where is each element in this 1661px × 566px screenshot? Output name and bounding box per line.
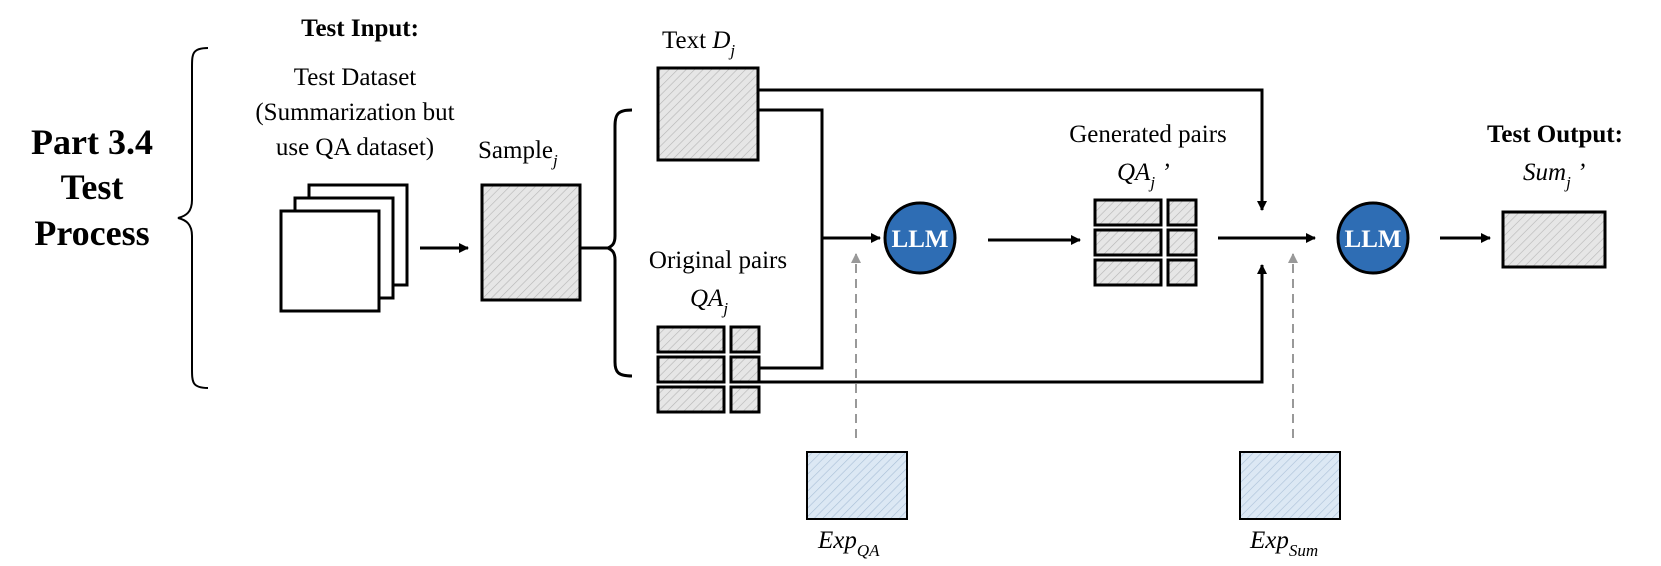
left-brace: [177, 47, 209, 389]
part-label-line3: Process: [34, 213, 149, 253]
dataset-stack-icon: [279, 183, 409, 313]
llm2-node: LLM: [1336, 201, 1410, 275]
connector-qa-to-merge: [759, 264, 1267, 384]
generated-pairs-var: QAj ’: [1117, 159, 1170, 192]
exp-qa-box: [806, 451, 908, 520]
generated-pairs-table: [1093, 198, 1198, 287]
part-label-line1: Part 3.4: [31, 122, 153, 162]
dataset-description-line2: (Summarization but: [255, 99, 454, 126]
llm2-label: LLM: [1345, 226, 1402, 253]
connector-text-to-merge: [758, 88, 1267, 211]
text-dj-box: [656, 66, 760, 162]
test-output-var: Sumj ’: [1523, 159, 1585, 192]
test-output-heading: Test Output:: [1487, 121, 1623, 148]
dataset-description-line3: use QA dataset): [276, 134, 434, 161]
split-brace: [604, 108, 633, 378]
exp-qa-label: ExpQA: [817, 527, 880, 560]
test-output-box: [1501, 210, 1607, 269]
exp-sum-box: [1239, 451, 1341, 520]
dataset-description-line1: Test Dataset: [294, 64, 417, 91]
llm1-node: LLM: [883, 201, 957, 275]
connector-qa-to-llm1: [759, 238, 824, 370]
exp-sum-label: ExpSum: [1249, 527, 1318, 560]
sample-box: [480, 183, 582, 302]
original-pairs-var: QAj: [690, 285, 728, 318]
part-label: Part 3.4 Test Process: [31, 122, 153, 253]
llm1-label: LLM: [892, 226, 949, 253]
generated-pairs-label: Generated pairs: [1069, 121, 1227, 148]
text-dj-label: Text Dj: [662, 27, 735, 60]
sample-label: Samplej: [478, 137, 558, 170]
part-label-line2: Test: [61, 167, 124, 207]
original-pairs-label: Original pairs: [649, 247, 787, 274]
original-pairs-table: [656, 325, 761, 414]
test-input-heading: Test Input:: [301, 15, 419, 42]
connector-text-to-llm1: [758, 108, 824, 238]
